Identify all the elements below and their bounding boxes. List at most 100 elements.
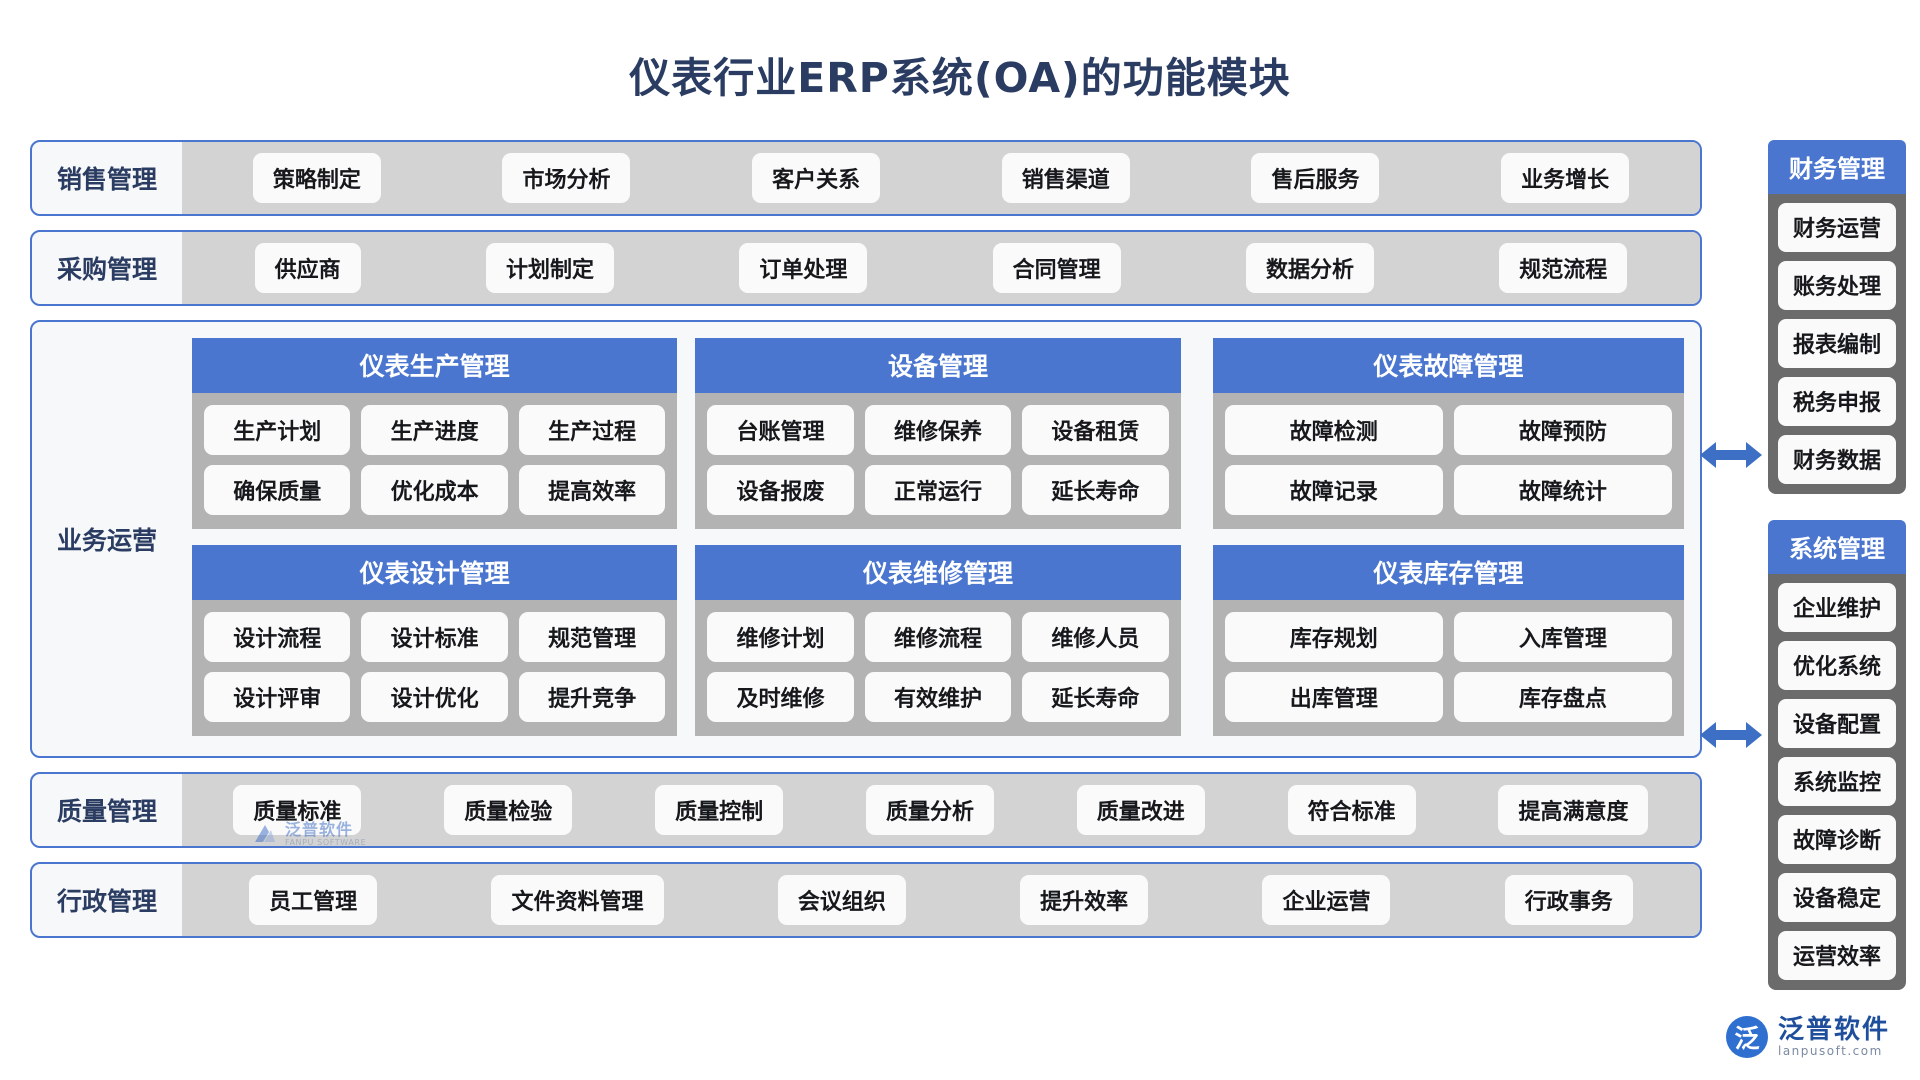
brand-logo-icon: 泛: [1725, 1016, 1768, 1058]
sidebar-item-finance-0[interactable]: 财务运营: [1778, 203, 1896, 252]
card-instrument-inventory: 仪表库存管理 库存规划 入库管理 出库管理 库存盘点: [1212, 545, 1684, 736]
chip-fault-3[interactable]: 故障统计: [1453, 465, 1672, 515]
chip-design-4[interactable]: 设计优化: [361, 672, 508, 722]
sidebar-item-finance-1[interactable]: 账务处理: [1778, 261, 1896, 310]
chip-production-0[interactable]: 生产计划: [204, 405, 351, 455]
sidebar-item-system-5[interactable]: 设备稳定: [1778, 873, 1896, 922]
chip-repair-3[interactable]: 及时维修: [707, 672, 854, 722]
sidebar-item-finance-2[interactable]: 报表编制: [1778, 319, 1896, 368]
chip-design-5[interactable]: 提升竞争: [518, 672, 666, 722]
sidebar-finance: 财务管理 财务运营 账务处理 报表编制 税务申报 财务数据: [1768, 140, 1906, 494]
chip-fault-0[interactable]: 故障检测: [1224, 405, 1443, 455]
chip-quality-1[interactable]: 质量检验: [444, 785, 573, 835]
card-body-instrument-design: 设计流程 设计标准 规范管理 设计评审 设计优化 提升竞争: [192, 600, 678, 736]
chip-purchasing-2[interactable]: 订单处理: [739, 243, 868, 293]
chip-inventory-2[interactable]: 出库管理: [1224, 672, 1443, 722]
chip-sales-2[interactable]: 客户关系: [752, 153, 881, 203]
chip-equipment-0[interactable]: 台账管理: [707, 405, 854, 455]
chip-design-3[interactable]: 设计评审: [204, 672, 351, 722]
chip-design-0[interactable]: 设计流程: [204, 612, 351, 662]
card-title-equipment-management: 设备管理: [695, 338, 1181, 393]
chip-purchasing-3[interactable]: 合同管理: [992, 243, 1121, 293]
chip-sales-3[interactable]: 销售渠道: [1001, 153, 1130, 203]
chip-inventory-1[interactable]: 入库管理: [1453, 612, 1672, 662]
band-sales: 销售管理 策略制定 市场分析 客户关系 销售渠道 售后服务 业务增长: [30, 140, 1702, 216]
chip-equipment-5[interactable]: 延长寿命: [1022, 465, 1169, 515]
card-row: 故障检测 故障预防: [1224, 405, 1672, 455]
sidebar-item-system-1[interactable]: 优化系统: [1778, 641, 1896, 690]
card-instrument-design: 仪表设计管理 设计流程 设计标准 规范管理 设计评审 设计优化 提升竞争: [192, 545, 678, 736]
chip-admin-2[interactable]: 会议组织: [777, 875, 906, 925]
chip-equipment-4[interactable]: 正常运行: [864, 465, 1012, 515]
band-items-administration: 员工管理 文件资料管理 会议组织 提升效率 企业运营 行政事务: [182, 864, 1700, 936]
chip-quality-6[interactable]: 提高满意度: [1498, 785, 1649, 835]
brand-logo: 泛 泛普软件 lanpusoft.com: [1725, 1016, 1890, 1058]
chip-sales-4[interactable]: 售后服务: [1251, 153, 1380, 203]
chip-quality-5[interactable]: 符合标准: [1287, 785, 1416, 835]
chip-purchasing-1[interactable]: 计划制定: [485, 243, 614, 293]
sidebar-item-system-3[interactable]: 系统监控: [1778, 757, 1896, 806]
chip-sales-0[interactable]: 策略制定: [252, 153, 381, 203]
sidebar-item-finance-3[interactable]: 税务申报: [1778, 377, 1896, 426]
chip-purchasing-0[interactable]: 供应商: [254, 243, 361, 293]
chip-quality-0[interactable]: 质量标准: [233, 785, 362, 835]
chip-design-2[interactable]: 规范管理: [518, 612, 666, 662]
chip-equipment-2[interactable]: 设备租赁: [1022, 405, 1169, 455]
double-arrow-icon: [1700, 722, 1762, 748]
chip-production-5[interactable]: 提高效率: [518, 465, 666, 515]
sidebar-item-finance-4[interactable]: 财务数据: [1778, 435, 1896, 484]
chip-admin-1[interactable]: 文件资料管理: [491, 875, 664, 925]
band-label-administration: 行政管理: [56, 887, 157, 916]
band-quality: 质量管理 质量标准 质量检验 质量控制 质量分析 质量改进 符合标准 提高满意度: [30, 772, 1702, 848]
chip-equipment-3[interactable]: 设备报废: [707, 465, 854, 515]
chip-inventory-3[interactable]: 库存盘点: [1453, 672, 1672, 722]
chip-quality-3[interactable]: 质量分析: [865, 785, 994, 835]
band-items-purchasing: 供应商 计划制定 订单处理 合同管理 数据分析 规范流程: [182, 232, 1700, 304]
chip-repair-2[interactable]: 维修人员: [1022, 612, 1169, 662]
chip-admin-0[interactable]: 员工管理: [249, 875, 378, 925]
card-body-equipment-management: 台账管理 维修保养 设备租赁 设备报废 正常运行 延长寿命: [695, 393, 1181, 529]
card-title-instrument-inventory: 仪表库存管理: [1212, 545, 1684, 600]
card-body-instrument-inventory: 库存规划 入库管理 出库管理 库存盘点: [1212, 600, 1684, 736]
band-items-quality: 质量标准 质量检验 质量控制 质量分析 质量改进 符合标准 提高满意度: [182, 774, 1700, 846]
chip-inventory-0[interactable]: 库存规划: [1224, 612, 1443, 662]
sidebar-item-system-0[interactable]: 企业维护: [1778, 583, 1896, 632]
chip-purchasing-4[interactable]: 数据分析: [1245, 243, 1374, 293]
chip-repair-4[interactable]: 有效维护: [864, 672, 1012, 722]
band-administration: 行政管理 员工管理 文件资料管理 会议组织 提升效率 企业运营 行政事务: [30, 862, 1702, 938]
chip-fault-1[interactable]: 故障预防: [1453, 405, 1672, 455]
band-label-sales: 销售管理: [56, 165, 157, 194]
chip-sales-1[interactable]: 市场分析: [502, 153, 631, 203]
sidebar-title-finance: 财务管理: [1768, 140, 1906, 194]
sidebar-title-system: 系统管理: [1768, 520, 1906, 574]
chip-design-1[interactable]: 设计标准: [361, 612, 508, 662]
chip-production-4[interactable]: 优化成本: [361, 465, 508, 515]
chip-fault-2[interactable]: 故障记录: [1224, 465, 1443, 515]
chip-repair-0[interactable]: 维修计划: [707, 612, 854, 662]
card-title-instrument-production: 仪表生产管理: [192, 338, 678, 393]
chip-production-2[interactable]: 生产过程: [518, 405, 666, 455]
card-row: 生产计划 生产进度 生产过程: [204, 405, 666, 455]
chip-admin-4[interactable]: 企业运营: [1262, 875, 1391, 925]
sidebar-item-system-4[interactable]: 故障诊断: [1778, 815, 1896, 864]
sidebar-item-system-6[interactable]: 运营效率: [1778, 931, 1896, 980]
chip-sales-5[interactable]: 业务增长: [1501, 153, 1630, 203]
chip-production-1[interactable]: 生产进度: [361, 405, 508, 455]
band-label-purchasing: 采购管理: [56, 255, 157, 284]
chip-admin-3[interactable]: 提升效率: [1020, 875, 1149, 925]
chip-admin-5[interactable]: 行政事务: [1504, 875, 1633, 925]
band-items-sales: 策略制定 市场分析 客户关系 销售渠道 售后服务 业务增长: [182, 142, 1700, 214]
chip-production-3[interactable]: 确保质量: [204, 465, 351, 515]
chip-equipment-1[interactable]: 维修保养: [864, 405, 1012, 455]
sidebar-item-system-2[interactable]: 设备配置: [1778, 699, 1896, 748]
chip-purchasing-5[interactable]: 规范流程: [1499, 243, 1628, 293]
double-arrow-icon: [1700, 442, 1762, 468]
page-title: 仪表行业ERP系统(OA)的功能模块: [629, 54, 1291, 102]
chip-quality-2[interactable]: 质量控制: [655, 785, 784, 835]
brand-name-en: lanpusoft.com: [1777, 1043, 1883, 1058]
chip-repair-1[interactable]: 维修流程: [864, 612, 1012, 662]
band-operations: 业务运营 仪表生产管理 生产计划 生产进度 生产过程 确保质量 优化成本: [30, 320, 1702, 758]
chip-repair-5[interactable]: 延长寿命: [1022, 672, 1169, 722]
card-row: 及时维修 有效维护 延长寿命: [707, 672, 1169, 722]
chip-quality-4[interactable]: 质量改进: [1076, 785, 1205, 835]
